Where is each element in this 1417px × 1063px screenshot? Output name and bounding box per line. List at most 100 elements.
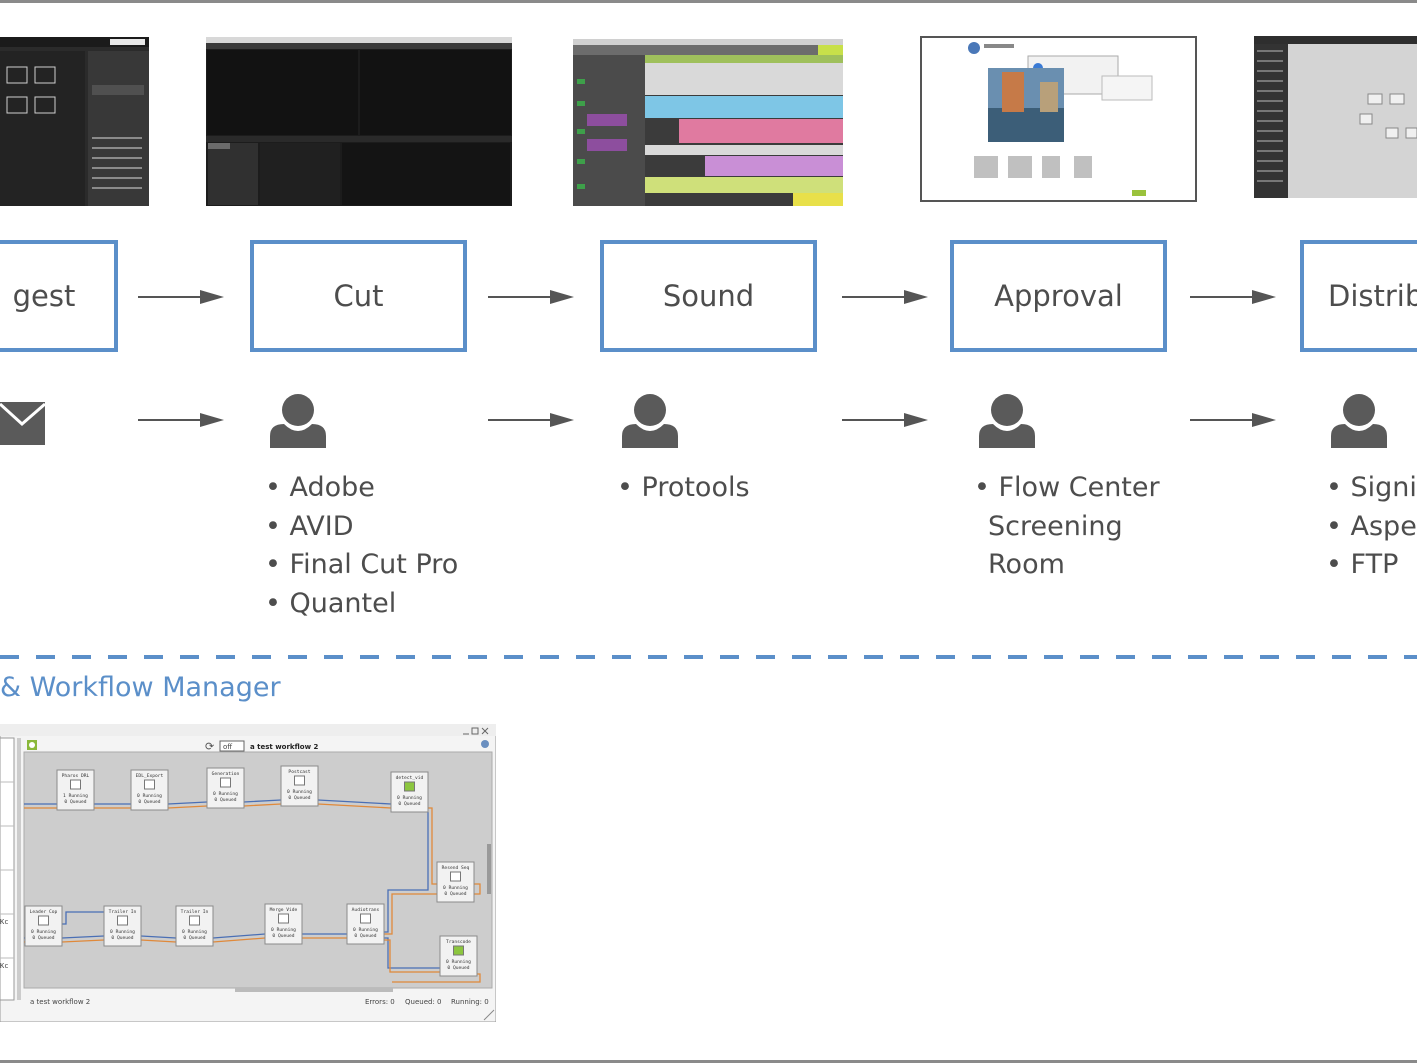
task-icon bbox=[189, 915, 200, 926]
task-icon bbox=[220, 777, 231, 788]
connection-line bbox=[384, 939, 481, 983]
workflow-node-queued: 0 Queued bbox=[447, 965, 469, 971]
sound-screenshot-thumbnail bbox=[573, 39, 843, 206]
connection-line bbox=[384, 812, 440, 969]
workflow-node-queued: 0 Queued bbox=[111, 935, 133, 941]
stage-sound-box: Sound bbox=[600, 240, 817, 352]
task-icon bbox=[450, 871, 461, 882]
section-divider bbox=[0, 655, 1417, 659]
workflow-node-queued: 0 Queued bbox=[64, 799, 86, 805]
list-item: Room bbox=[988, 549, 1065, 581]
task-icon bbox=[294, 775, 305, 786]
workflow-node-box[interactable] bbox=[206, 767, 245, 809]
bottom-border bbox=[0, 1060, 1417, 1063]
workflow-node-box[interactable] bbox=[103, 905, 142, 947]
workflow-node-name: Generation bbox=[212, 771, 240, 777]
arrow-icon bbox=[842, 413, 928, 427]
workflow-node-name: Postcast bbox=[288, 769, 310, 775]
workflow-node-queued: 0 Queued bbox=[214, 797, 236, 803]
workflow-node-queued: 0 Queued bbox=[354, 933, 376, 939]
workflow-manager-title: & Workflow Manager bbox=[0, 672, 281, 703]
errors-count: Errors: 0 bbox=[365, 998, 395, 1006]
workflow-node-box[interactable] bbox=[439, 935, 478, 977]
workflow-node-running: 0 Running bbox=[31, 929, 56, 935]
stage-cut-label: Cut bbox=[333, 279, 384, 313]
workflow-node-queued: 0 Queued bbox=[288, 795, 310, 801]
connection-line bbox=[24, 799, 392, 805]
connection-line bbox=[62, 911, 104, 925]
workflow-canvas: Kc Kc ⟳ off a test workflow 2 Pharos DRL… bbox=[0, 723, 497, 1023]
mail-icon bbox=[0, 402, 46, 445]
arrow-icon bbox=[138, 290, 224, 304]
cut-screenshot-thumbnail bbox=[206, 37, 512, 206]
workflow-node-name: EDL_Export bbox=[136, 773, 164, 779]
footer-workflow-name: a test workflow 2 bbox=[30, 998, 90, 1006]
workflow-node-box[interactable] bbox=[436, 861, 475, 903]
workflow-node-name: Leader Cop bbox=[30, 909, 58, 915]
workflow-node-box[interactable] bbox=[56, 769, 95, 811]
running-count: Running: 0 bbox=[451, 998, 489, 1006]
settings-icon[interactable] bbox=[481, 740, 489, 748]
workflow-node-running: 0 Running bbox=[213, 791, 238, 797]
user-icon bbox=[979, 394, 1035, 448]
stage-distribution-label: Distrib bbox=[1328, 279, 1417, 313]
distribution-tools-list: • Signia • Asper • FTP bbox=[1326, 469, 1417, 585]
arrow-icon bbox=[138, 413, 224, 427]
workflow-node-name: Pharos DRL bbox=[62, 773, 90, 779]
workflow-node-name: Merge Vide bbox=[270, 907, 298, 913]
workflow-node-box[interactable] bbox=[130, 769, 169, 811]
workflow-node-box[interactable] bbox=[346, 903, 385, 945]
workflow-node-running: 0 Running bbox=[110, 929, 135, 935]
user-icon bbox=[622, 394, 678, 448]
list-item: • Protools bbox=[617, 472, 750, 503]
task-icon bbox=[144, 779, 155, 790]
workflow-node-box[interactable] bbox=[175, 905, 214, 947]
toggle-off-button[interactable]: off bbox=[223, 743, 232, 751]
task-icon bbox=[453, 945, 464, 956]
workflow-node-queued: 0 Queued bbox=[138, 799, 160, 805]
workflow-node-box[interactable] bbox=[390, 771, 429, 813]
workflow-node-box[interactable] bbox=[280, 765, 319, 807]
top-border bbox=[0, 0, 1417, 3]
distribution-screenshot-thumbnail bbox=[1254, 36, 1417, 198]
left-label: Kc bbox=[0, 918, 8, 926]
connection-line bbox=[24, 803, 392, 809]
list-item: • Signia bbox=[1326, 472, 1417, 503]
workflow-node-running: 1 Running bbox=[63, 793, 88, 799]
window-controls bbox=[463, 727, 489, 735]
workflow-node-box[interactable] bbox=[264, 903, 303, 945]
stage-approval-box: Approval bbox=[950, 240, 1167, 352]
workflow-node-running: 0 Running bbox=[287, 789, 312, 795]
arrow-icon bbox=[488, 413, 574, 427]
task-icon bbox=[360, 913, 371, 924]
task-icon bbox=[278, 913, 289, 924]
list-item: • Flow Center bbox=[974, 472, 1160, 503]
list-item: • Adobe bbox=[265, 472, 375, 503]
task-icon bbox=[38, 915, 49, 926]
workflow-node-queued: 0 Queued bbox=[183, 935, 205, 941]
user-icon bbox=[270, 394, 326, 448]
workflow-node-box[interactable] bbox=[24, 905, 63, 947]
list-item: • Final Cut Pro bbox=[265, 549, 459, 581]
workflow-node-name: Trailer In bbox=[181, 909, 209, 915]
list-item: • FTP bbox=[1326, 549, 1399, 581]
left-label: Kc bbox=[0, 962, 8, 970]
list-item: • Asper bbox=[1326, 510, 1417, 542]
arrow-icon bbox=[488, 290, 574, 304]
workflow-title: a test workflow 2 bbox=[250, 743, 318, 751]
refresh-icon[interactable]: ⟳ bbox=[205, 740, 214, 753]
workflow-window: Kc Kc ⟳ off a test workflow 2 Pharos DRL… bbox=[0, 723, 497, 1023]
workflow-node-running: 0 Running bbox=[271, 927, 296, 933]
